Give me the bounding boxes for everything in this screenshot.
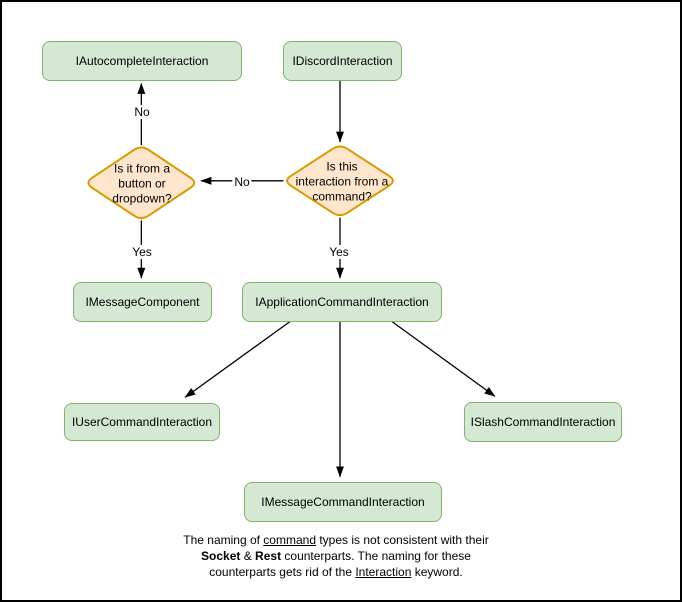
note-bold-segment: Socket [201,549,241,563]
node-shape-command-decision [286,145,394,217]
node-message-command-interaction: IMessageCommandInteraction [244,482,442,522]
note-underline-segment: command [263,533,316,547]
note-segment: types is not consistent with their [315,533,489,547]
diamond-label-line: Is it from a [113,161,171,176]
diamond-label-line: command? [312,189,372,204]
note-segment: keyword. [411,565,463,579]
node-label: IUserCommandInteraction [71,415,213,429]
diamond-label-line: button or [118,176,166,191]
note-segment: The naming of [183,533,264,547]
diamond-label-line: dropdown? [112,191,172,206]
diamond-label-line: interaction from a [295,174,389,189]
edge-label-yes-3: Yes [130,245,154,259]
node-label: IApplicationCommandInteraction [255,295,429,309]
node-message-component: IMessageComponent [73,282,212,322]
node-user-command-interaction: IUserCommandInteraction [64,403,220,441]
edge-label-yes-4: Yes [327,245,351,259]
node-label: IMessageCommandInteraction [261,495,425,509]
node-label: IAutocompleteInteraction [75,54,209,68]
note-segment: counterparts. The naming for these [281,549,471,563]
note-segment: & [240,549,256,563]
edge-application-command-interaction-to-user-command-interaction [184,319,293,398]
node-shape-button-dropdown-decision [87,146,196,220]
edge-label-no-0: No [132,105,152,119]
note-text: The naming of command types is not consi… [183,532,488,580]
diamond-label-line: Is this [326,159,358,174]
node-application-command-interaction: IApplicationCommandInteraction [242,282,442,322]
note-line: counterparts gets rid of the Interaction… [183,564,488,580]
note-segment: counterparts gets rid of the [209,565,356,579]
node-slash-command-interaction: ISlashCommandInteraction [464,402,622,442]
note-underline-segment: Interaction [355,565,412,579]
node-label: ISlashCommandInteraction [470,415,616,429]
edge-label-no-2: No [232,175,252,189]
node-discord-interaction: IDiscordInteraction [283,41,402,81]
note-bold-segment: Rest [255,549,282,563]
note-line: The naming of command types is not consi… [183,532,488,548]
node-label: IMessageComponent [85,295,200,309]
node-autocomplete-interaction: IAutocompleteInteraction [42,41,242,81]
node-label: IDiscordInteraction [292,54,393,68]
edge-application-command-interaction-to-slash-command-interaction [389,319,496,397]
note-line: Socket & Rest counterparts. The naming f… [183,548,488,564]
